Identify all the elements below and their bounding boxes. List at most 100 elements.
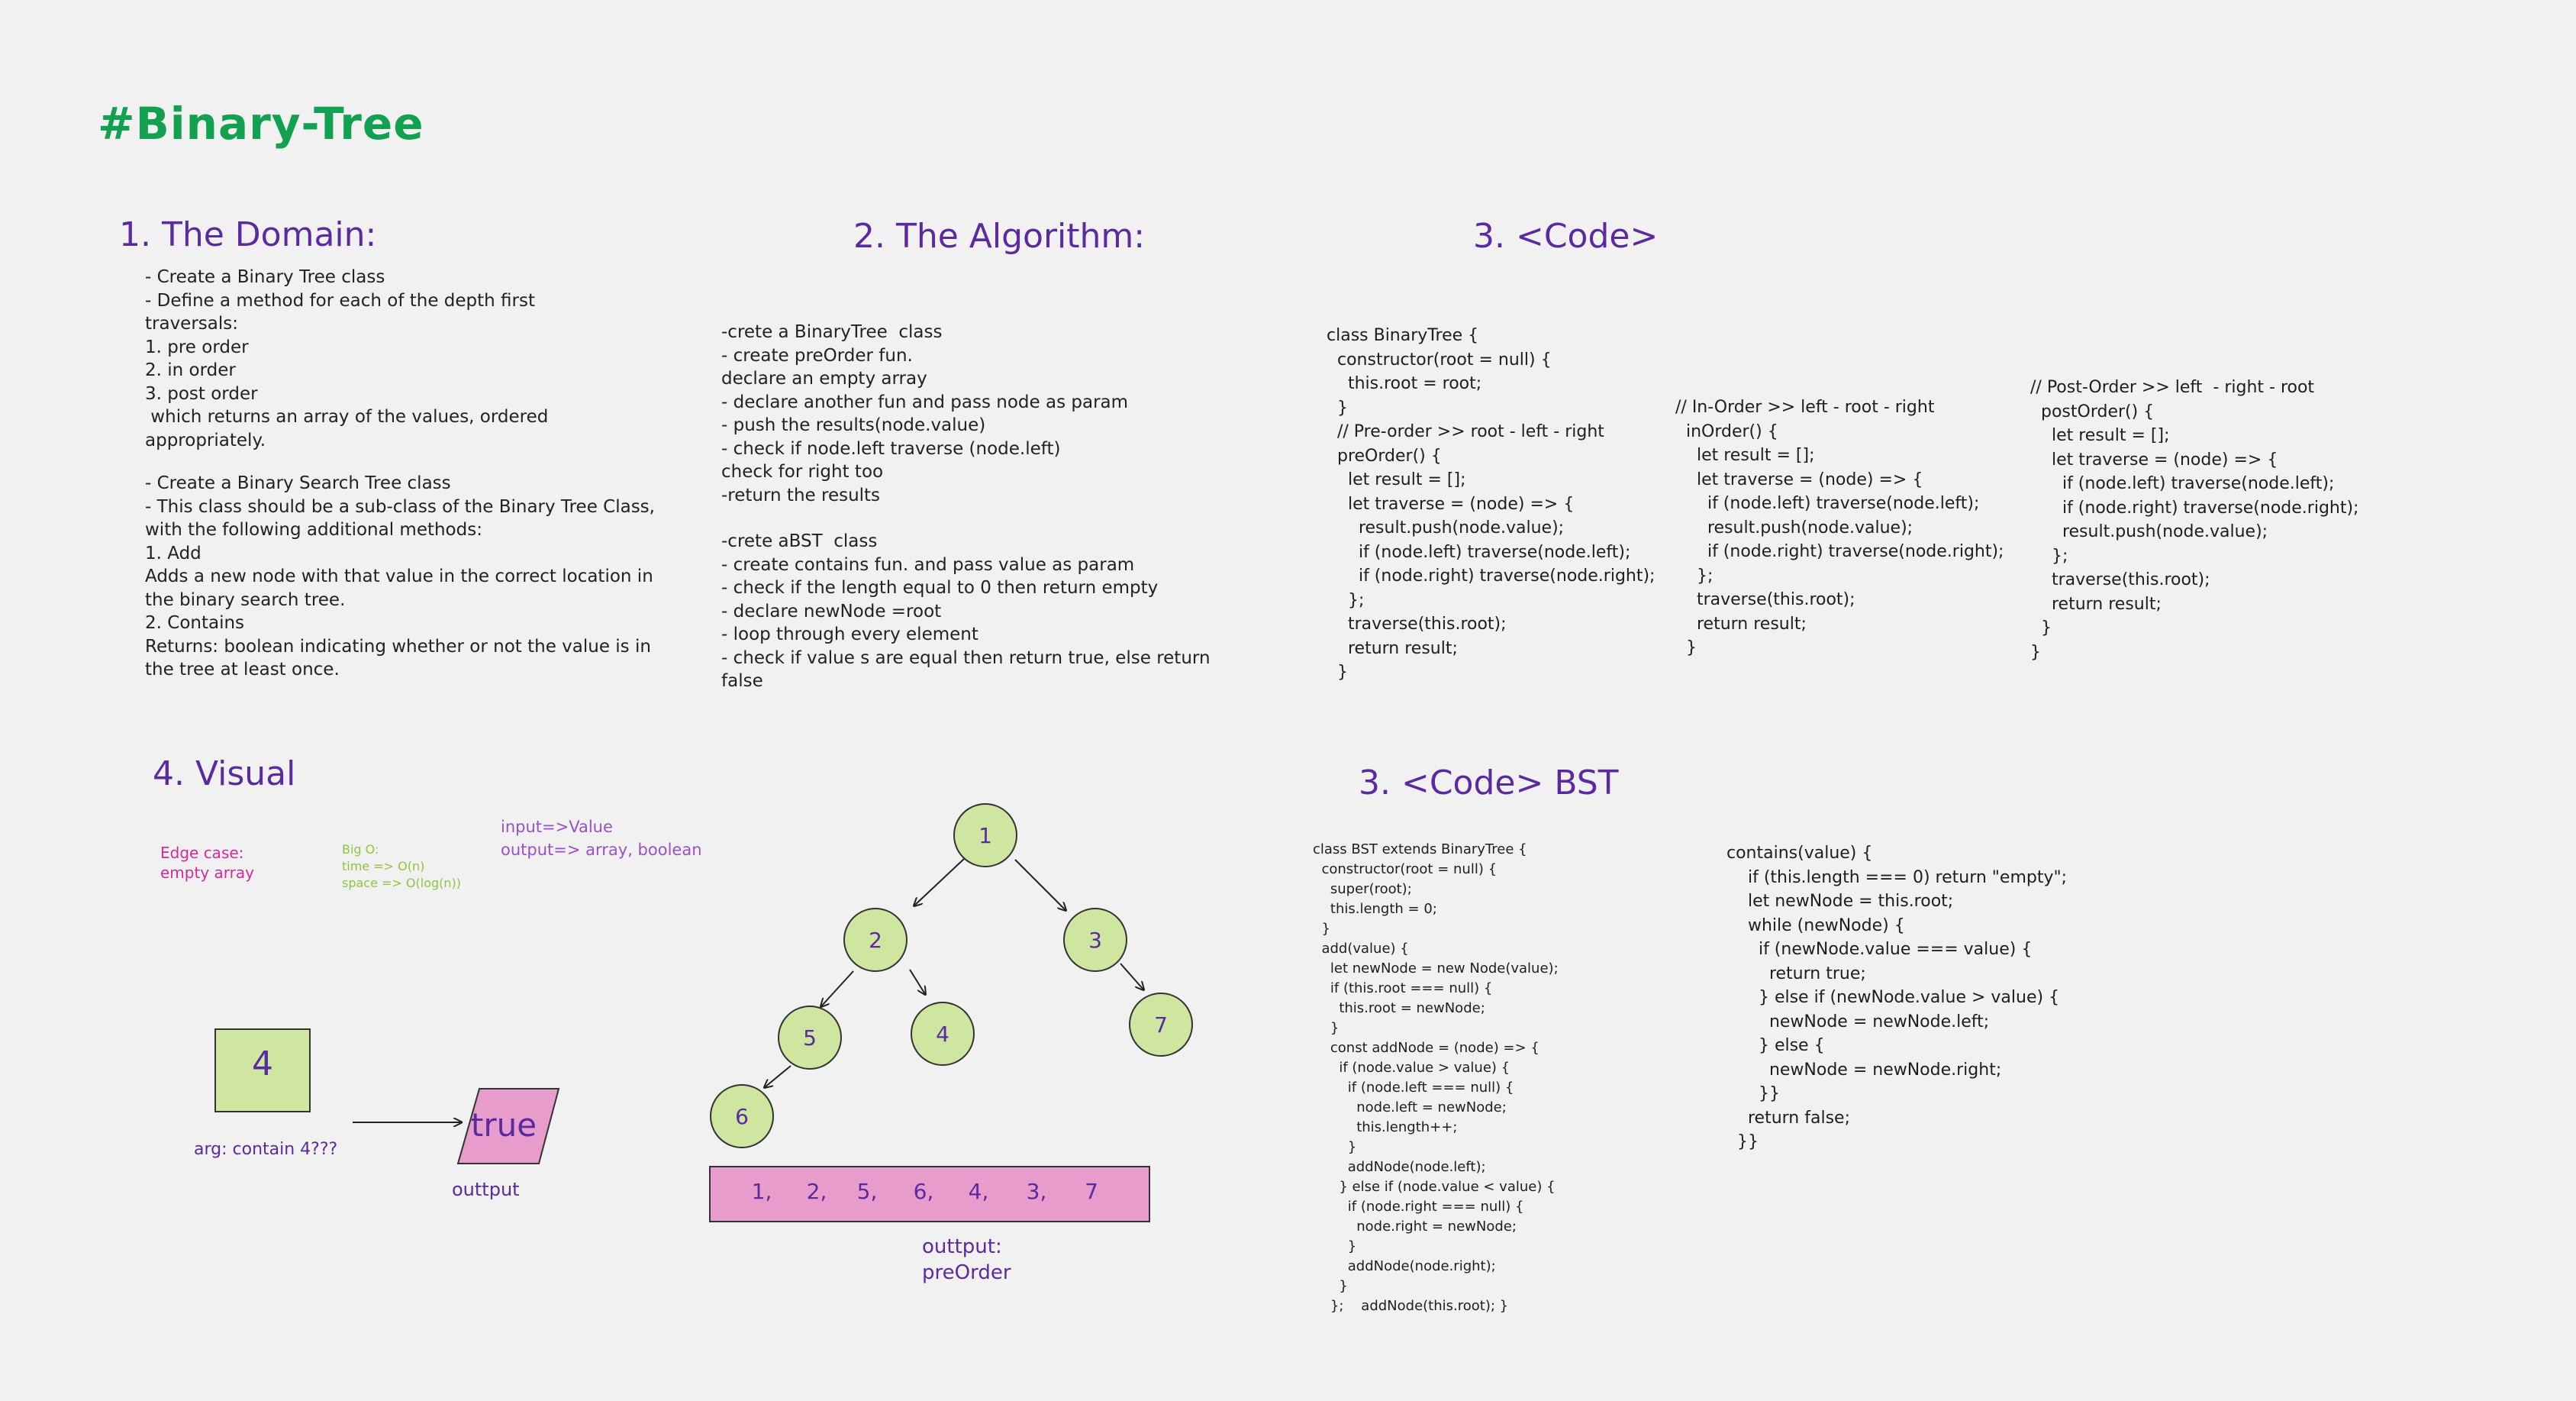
io-note: input=>Value output=> array, boolean [501, 818, 702, 859]
svg-text:3: 3 [1088, 928, 1102, 953]
code-bst-add-line: const addNode = (node) => { [1313, 1040, 1539, 1056]
code-inorder-line: inOrder() { [1675, 421, 1778, 441]
output-item: 5, [857, 1179, 878, 1204]
result-label: outtput [452, 1179, 520, 1200]
edge-1-2 [914, 857, 966, 905]
domain-text-b-line: the binary search tree. [145, 589, 346, 610]
domain-text-b-line: 2. Contains [145, 613, 245, 633]
code-bst-contains-line: } else if (newNode.value > value) { [1726, 988, 2060, 1007]
code-bst-add-line: if (node.value > value) { [1313, 1060, 1510, 1076]
code-preorder-line: } [1327, 663, 1348, 682]
tree-node-6: 6 [710, 1084, 774, 1148]
code-bst-add-line: addNode(node.left); [1313, 1159, 1486, 1175]
code-postorder: // Post-Order >> left - right - root pos… [2030, 376, 2397, 664]
code-bst-add-line: if (node.right === null) { [1313, 1199, 1524, 1215]
algorithm-text-a-line: - check if node.left traverse (node.left… [721, 438, 1061, 459]
domain-text-a-line: appropriately. [145, 430, 266, 450]
code-preorder-line: if (node.right) traverse(node.right); [1327, 567, 1656, 586]
domain-text-a: - Create a Binary Tree class- Define a m… [145, 266, 634, 452]
visual-heading: 4. Visual [153, 754, 296, 793]
code-bst-contains-line: }} [1726, 1084, 1780, 1103]
code-bst-add-line: addNode(node.right); [1313, 1258, 1496, 1274]
code-heading: 3. <Code> [1473, 217, 1659, 256]
code-preorder-line: if (node.left) traverse(node.left); [1327, 542, 1631, 562]
algorithm-text-b-line: - create contains fun. and pass value as… [721, 554, 1135, 575]
code-preorder-line: class BinaryTree { [1327, 326, 1479, 345]
tree-node-7: 7 [1129, 993, 1193, 1057]
code-bst-contains-line: } else { [1726, 1036, 1825, 1055]
code-bst-contains: contains(value) { if (this.length === 0)… [1726, 841, 2123, 1154]
code-inorder-line: let result = []; [1675, 446, 1815, 465]
code-bst-add-line: } [1313, 921, 1330, 937]
tree-node-3: 3 [1063, 908, 1127, 972]
code-preorder-line: let traverse = (node) => { [1327, 494, 1575, 514]
svg-text:6: 6 [735, 1104, 749, 1129]
edge-2-5 [821, 970, 854, 1006]
code-bst-contains-line: return true; [1726, 964, 1866, 983]
code-bst-contains-line: return false; [1726, 1108, 1850, 1128]
arg-box [214, 1028, 311, 1112]
arg-label: arg: contain 4??? [194, 1140, 337, 1159]
domain-text-a-line: - Define a method for each of the depth … [145, 290, 535, 311]
code-bst-add-line: if (node.left === null) { [1313, 1080, 1514, 1096]
algorithm-text-b-line: -crete aBST class [721, 531, 878, 551]
output-item: 6, [914, 1179, 934, 1204]
algorithm-text-b-line: - declare newNode =root [721, 601, 942, 621]
output-label: outtput: preOrder [922, 1235, 1011, 1284]
code-bst-add-line: let newNode = new Node(value); [1313, 960, 1559, 977]
code-bst-contains-line: contains(value) { [1726, 844, 1873, 863]
code-postorder-line: if (node.right) traverse(node.right); [2030, 498, 2359, 518]
code-inorder-line: return result; [1675, 614, 1807, 634]
svg-text:2: 2 [869, 928, 882, 953]
code-bst-add-line: if (this.root === null) { [1313, 980, 1493, 996]
code-bst-add-line: node.left = newNode; [1313, 1099, 1507, 1115]
domain-text-a-line: 1. pre order [145, 337, 249, 357]
code-bst-contains-line: if (newNode.value === value) { [1726, 940, 2033, 959]
code-preorder-line: let result = []; [1327, 470, 1466, 489]
code-preorder-line: return result; [1327, 638, 1458, 658]
svg-text:7: 7 [1154, 1012, 1168, 1038]
code-bst-add-line: } [1313, 1139, 1357, 1155]
algorithm-text-b: -crete aBST class - create contains fun. … [721, 530, 1211, 693]
code-bst-contains-line: while (newNode) { [1726, 915, 1905, 935]
code-bst-add-line: this.root = newNode; [1313, 1000, 1485, 1016]
algorithm-text-b-line: - loop through every element [721, 625, 978, 644]
algorithm-text-a-line: - push the results(node.value) [721, 415, 986, 435]
algorithm-text-a-line: -return the results [721, 485, 881, 505]
svg-text:4: 4 [936, 1022, 949, 1047]
code-bst-add-line: }; addNode(this.root); } [1313, 1298, 1509, 1314]
algorithm-text-a: -crete a BinaryTree class - create preOrd… [721, 321, 1210, 507]
code-preorder-line: }; [1327, 590, 1365, 610]
code-inorder-line: result.push(node.value); [1675, 518, 1913, 537]
domain-text-a-line: 3. post order [145, 383, 258, 404]
algorithm-text-a-line: declare an empty array [721, 369, 927, 389]
domain-text-a-line: traversals: [145, 314, 238, 334]
code-inorder-line: if (node.left) traverse(node.left); [1675, 494, 1980, 513]
code-bst-add-line: super(root); [1313, 881, 1412, 897]
code-inorder-line: } [1675, 638, 1697, 657]
result-shape [456, 1088, 560, 1164]
code-preorder-line: } [1327, 398, 1348, 418]
code-postorder-line: } [2030, 618, 2052, 638]
algorithm-text-a-line: check for right too [721, 462, 884, 482]
code-postorder-line: result.push(node.value); [2030, 522, 2268, 541]
algorithm-text-a-line: -crete a BinaryTree class [721, 322, 943, 342]
code-preorder-line: // Pre-order >> root - left - right [1327, 422, 1604, 441]
tree-node-2: 2 [843, 908, 908, 972]
output-item: 1, [752, 1179, 772, 1204]
output-item: 4, [969, 1179, 989, 1204]
output-item: 7 [1085, 1179, 1098, 1204]
code-preorder-line: constructor(root = null) { [1327, 350, 1552, 370]
domain-text-a-line: which returns an array of the values, or… [145, 407, 549, 427]
code-preorder-line: result.push(node.value); [1327, 518, 1565, 537]
tree-node-5: 5 [778, 1006, 842, 1070]
code-inorder-line: // In-Order >> left - root - right [1675, 398, 1935, 417]
domain-text-a-line: 2. in order [145, 360, 236, 380]
code-bst-heading: 3. <Code> BST [1359, 763, 1619, 802]
domain-text-b-line: the tree at least once. [145, 660, 340, 680]
result-value: true [471, 1106, 537, 1144]
code-postorder-line: } [2030, 642, 2041, 662]
algorithm-text-a-line: - create preOrder fun. [721, 345, 913, 366]
code-bst-add-line: add(value) { [1313, 941, 1409, 957]
